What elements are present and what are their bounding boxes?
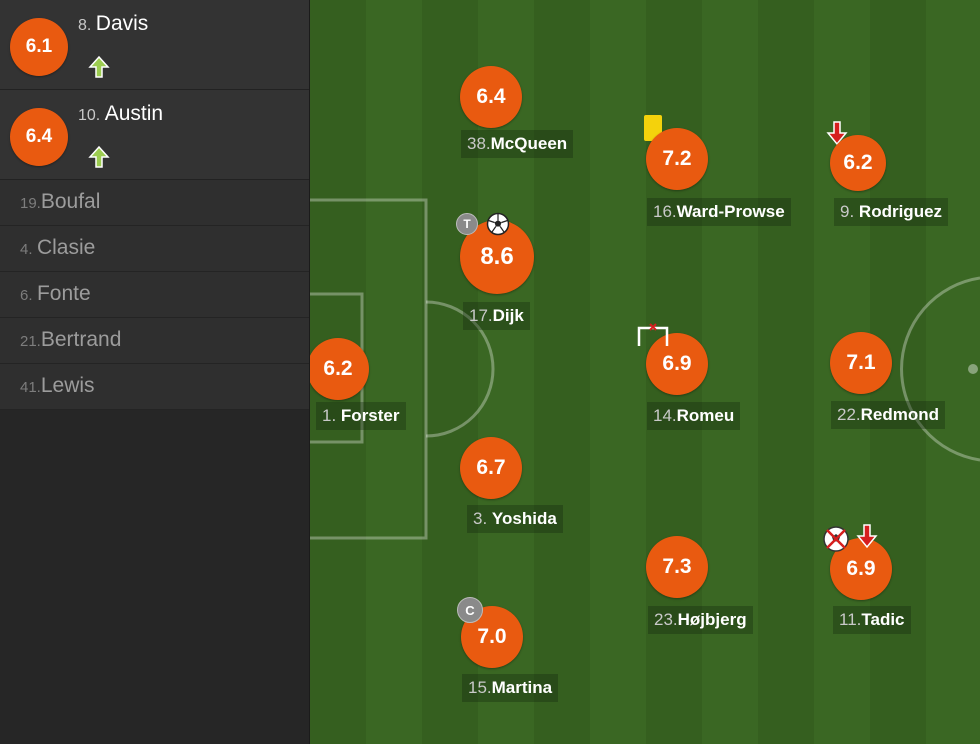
player-number: 11. [839,610,862,629]
player-label: 9. Rodriguez [834,198,949,226]
player-label: 23.Højbjerg [648,606,753,634]
player-label: 22.Redmond [831,401,946,429]
substitute-in-row[interactable]: 6.4 10. Austin [0,90,309,180]
rating-circle: 6.2 [310,338,369,400]
goal-ball-icon [486,212,510,236]
player-number: 23. [654,610,678,629]
player-label: 1. Forster [316,402,406,430]
player-name: Yoshida [491,509,557,528]
player-label: 3. Yoshida [467,505,563,533]
rating-circle: 6.7 [460,437,522,499]
player-number: 10. [78,107,101,124]
player-name: Rodriguez [858,202,943,221]
player-label: 16.Ward-Prowse [647,198,791,226]
player-name: Ward-Prowse [676,202,785,221]
player-name: Dijk [492,306,524,325]
missed-shot-goal-icon [637,323,669,346]
player-number: 4. [20,241,33,258]
player-name: Bertrand [40,328,122,351]
player-name: Clasie [36,236,96,259]
bench-player-row[interactable]: 19.Boufal [0,180,309,226]
player-label: 15.Martina [462,674,559,702]
player-name: McQueen [490,134,568,153]
player-label: 17.Dijk [463,302,530,330]
player-name: Austin [104,102,164,125]
player-number: 6. [20,287,33,304]
rating-circle: 7.3 [646,536,708,598]
rating-circle: 7.1 [830,332,892,394]
player-number: 22. [837,405,861,424]
bench-player-row[interactable]: 6. Fonte [0,272,309,318]
player-label: 11.Tadic [833,606,911,634]
rating-circle: 8.6 [460,220,534,294]
rating-circle: 7.2 [646,128,708,190]
player-name: Fonte [36,282,91,305]
player-number: 21. [20,333,41,350]
rating-circle: 6.2 [830,135,886,191]
player-number: 1. [322,406,337,425]
rating-circle: 6.9 [646,333,708,395]
sub-off-arrow-icon [856,524,878,549]
player-number: 19. [20,195,41,212]
player-number: 9. [840,202,855,221]
captain-badge-icon: C [457,597,483,623]
bench-player-row[interactable]: 21.Bertrand [0,318,309,364]
player-number: 15. [468,678,492,697]
player-name: Tadic [861,610,905,629]
sub-on-arrow-icon [88,145,110,168]
player-number: 41. [20,379,41,396]
player-number: 16. [653,202,677,221]
substitute-in-row[interactable]: 6.1 8. Davis [0,0,309,90]
player-name: Martina [491,678,553,697]
player-name: Forster [340,406,400,425]
substitutes-panel: 6.1 8. Davis 6.4 10. Austin 19.Boufal 4.… [0,0,310,744]
top-rated-badge-icon: T [456,213,478,235]
player-number: 8. [78,17,92,34]
rating-circle: 6.9 [830,538,892,600]
rating-circle: 6.4 [460,66,522,128]
player-label: 8. Davis [78,12,148,36]
player-number: 17. [469,306,493,325]
player-number: 14. [653,406,677,425]
player-name: Davis [95,12,149,35]
sub-off-arrow-icon [826,121,848,146]
player-name: Lewis [40,374,95,397]
sub-on-arrow-icon [88,55,110,78]
player-name: Romeu [676,406,735,425]
player-label: 10. Austin [78,102,163,126]
player-number: 3. [473,509,488,528]
player-name: Redmond [860,405,940,424]
bench-player-row[interactable]: 4. Clasie [0,226,309,272]
rating-circle: 6.4 [10,108,68,166]
player-name: Højbjerg [677,610,747,629]
player-label: 14.Romeu [647,402,741,430]
rating-circle: 6.1 [10,18,68,76]
missed-ball-icon [823,526,849,552]
player-number: 38. [467,134,491,153]
pitch: 6.2 1. Forster 6.4 38.McQueen 8.6 T 17.D… [310,0,980,744]
player-label: 38.McQueen [461,130,574,158]
player-name: Boufal [40,190,101,213]
bench-player-row[interactable]: 41.Lewis [0,364,309,410]
